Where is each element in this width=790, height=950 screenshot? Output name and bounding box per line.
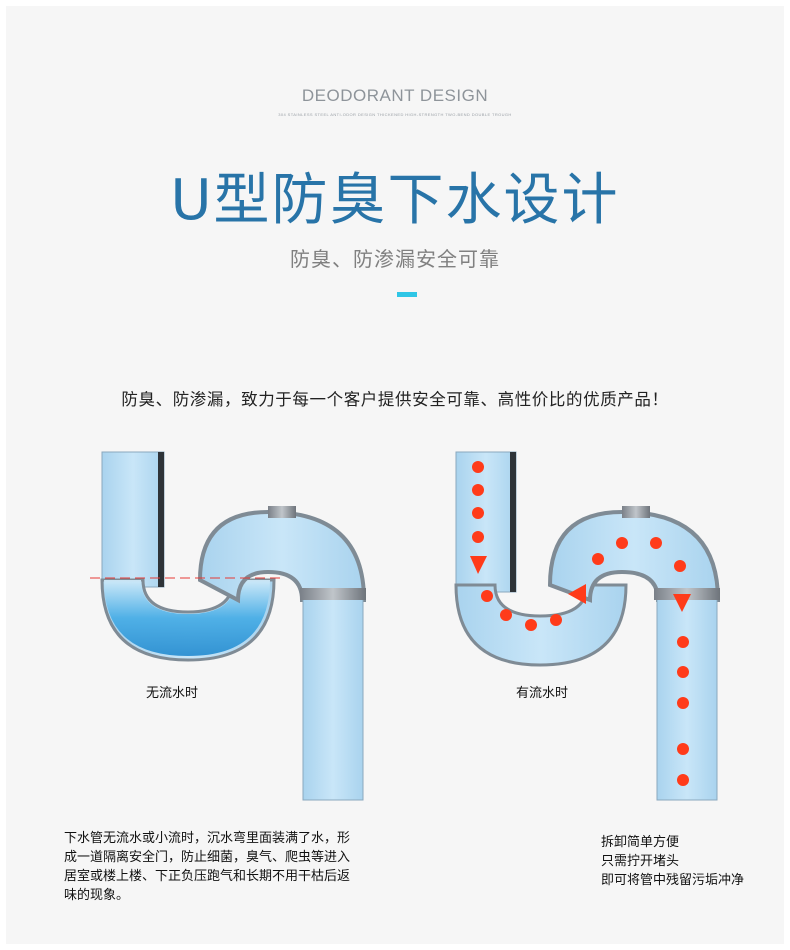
page-subtitle: 防臭、防渗漏安全可靠 bbox=[290, 247, 500, 271]
flow-arrow-down-icon bbox=[673, 594, 691, 612]
left-diagram-caption: 无流水时 bbox=[145, 686, 198, 701]
left-diagram-description: 下水管无流水或小流时，沉水弯里面装满了水，形 成一道隔离安全门，防止细菌，臭气、… bbox=[64, 831, 351, 903]
accent-bar bbox=[397, 292, 417, 297]
left-pipe-diagram bbox=[90, 451, 367, 801]
right-diagram-caption: 有流水时 bbox=[515, 686, 568, 701]
right-diagram-description: 拆卸简单方便 只需拧开堵头 即可将管中残留污垢冲净 bbox=[601, 835, 745, 888]
eyebrow-heading: DEODORANT DESIGN bbox=[301, 86, 489, 105]
flow-arrow-left-icon bbox=[568, 584, 586, 604]
page-title: U型防臭下水设计 bbox=[170, 168, 620, 233]
flow-dots bbox=[472, 461, 689, 786]
lead-text: 防臭、防渗漏，致力于每一个客户提供安全可靠、高性价比的优质产品！ bbox=[121, 390, 669, 409]
right-pipe-diagram bbox=[454, 451, 721, 801]
flow-arrow-down-icon bbox=[470, 556, 487, 574]
eyebrow-subtext: 304 STAINLESS STEEL ANTI-ODOR DESIGN THI… bbox=[278, 112, 512, 117]
